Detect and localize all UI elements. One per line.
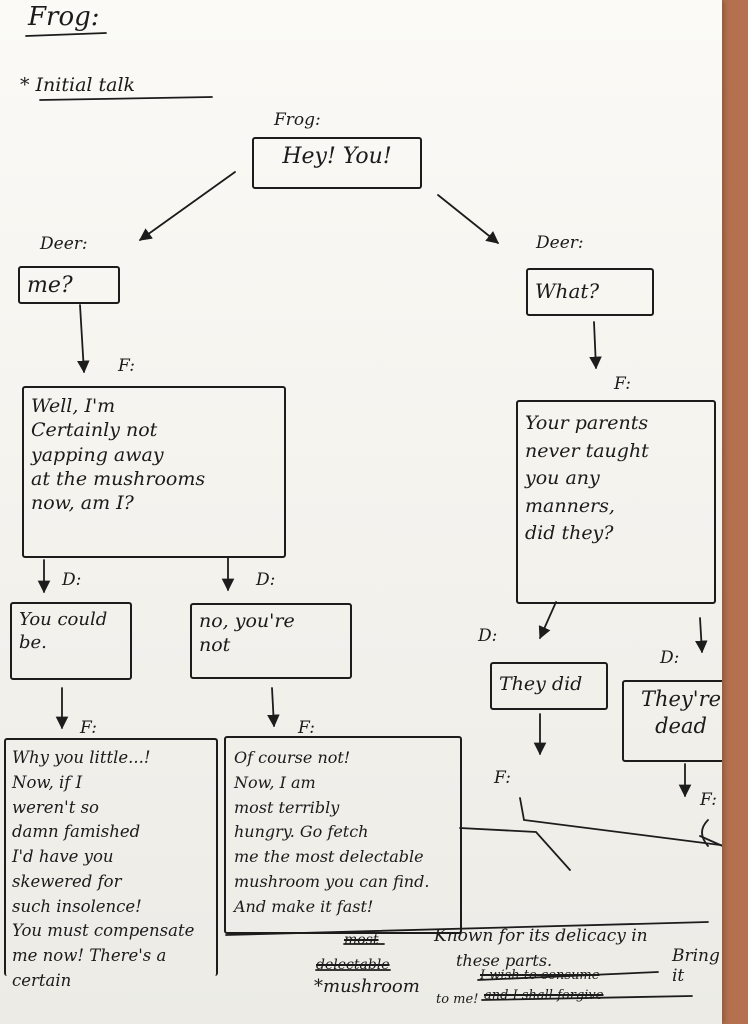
label-f5: F: [494,768,511,788]
strike-wish [477,971,659,981]
label-deer-right: Deer: [536,233,584,253]
arrow-me-to-well [77,304,90,374]
node-theyre-dead: They're dead [622,680,722,762]
diagram-connectors [25,32,722,1001]
section-heading: * Initial talk [20,74,136,96]
node-why-you-little: Why you little...! Now, if I weren't so … [4,738,218,990]
note-to-me: to me! [436,992,479,1007]
arrow-no-to-course [267,687,280,728]
note-most-struck: most [344,932,379,948]
node-of-course-not: Of course not! Now, I am most terribly h… [224,736,462,934]
arrow-parents-to-did [538,601,557,640]
node-well-im-certainly-not: Well, I'm Certainly not yapping away at … [22,386,286,558]
node-they-did: They did [490,662,608,710]
note-struck-line2: and I shall forgive [484,988,604,1003]
label-d2: D: [256,570,276,590]
arrow-what-to-parents [589,321,602,370]
node-what: What? [526,268,654,316]
connector-course-branch [459,827,571,871]
connector-did-branch [519,797,722,847]
note-known-for: Known for its delicacy in [434,926,648,946]
page-title: Frog: [28,2,100,32]
arrow-hey-to-me [138,171,236,241]
connector-dead-curve [701,819,709,847]
arrow-hey-to-what [437,194,499,244]
note-delectable-struck: delectable [316,957,390,973]
note-mushroom: *mushroom [314,976,420,997]
node-hey-you: Hey! You! [252,137,422,189]
label-d3: D: [478,626,498,646]
node-me: me? [18,266,120,304]
label-d4: D: [660,648,680,668]
label-frog-top: Frog: [274,110,321,130]
node-no-youre-not: no, you're not [190,603,352,679]
note-struck-line1: I wish to consume [480,968,600,983]
node-your-parents: Your parents never taught you any manner… [516,400,716,604]
arrow-parents-to-dead [695,617,708,654]
note-bring-it: Bring it [672,946,720,987]
label-f6: F: [700,790,717,810]
label-d1: D: [62,570,82,590]
label-f1: F: [118,356,135,376]
notebook-page: Frog: * Initial talk Frog: Hey! You! Dee… [0,0,722,1024]
title-underline [25,32,107,37]
arrow-to-right-f [699,835,722,847]
label-f3: F: [80,718,97,738]
section-underline [39,96,213,101]
node-you-could-be: You could be. [10,602,132,680]
label-f2: F: [614,374,631,394]
note-these-parts: these parts. [456,951,553,970]
label-f4: F: [298,718,315,738]
strike-forgive [481,995,693,1001]
label-deer-left: Deer: [40,234,88,254]
